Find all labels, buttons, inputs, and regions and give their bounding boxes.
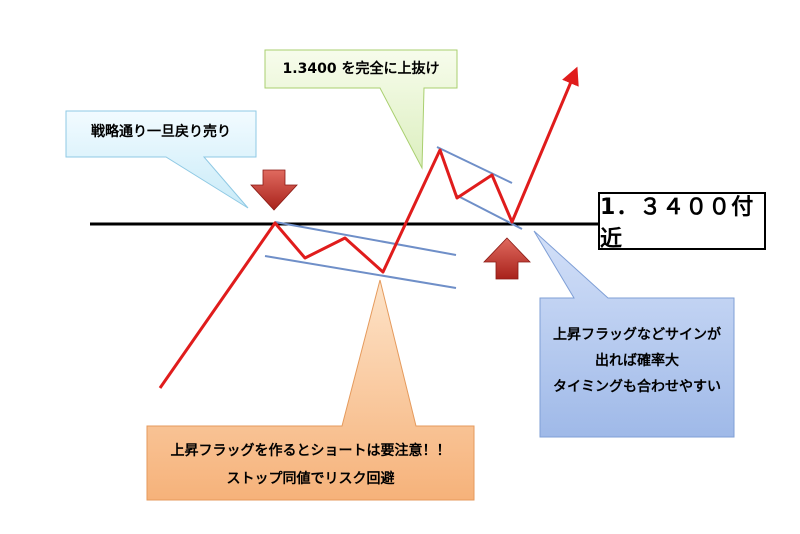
- buy-arrow-up-icon: [483, 237, 531, 280]
- callout-breakout-text: 1.3400 を完全に上抜け: [282, 61, 440, 77]
- channel-lower-bottom-line: [264, 255, 457, 289]
- sell-arrow-down-icon: [250, 169, 298, 211]
- callout-strategy-text: 戦略通り一旦戻り売り: [91, 124, 231, 140]
- callout-warning-text: 上昇フラッグを作るとショートは要注意！！ ストップ同値でリスク回避: [170, 443, 451, 487]
- callout-flag-bubble: [533, 230, 735, 438]
- price-path: [158, 66, 579, 389]
- callout-strategy-bubble: [65, 110, 257, 209]
- level-label: 1．３４００付近: [600, 195, 755, 252]
- level-label-box: 1．３４００付近: [598, 192, 766, 252]
- callout-warning-bubble: [146, 279, 475, 501]
- channel-upper-bottom-line: [455, 194, 523, 230]
- channel-upper-top-line: [436, 146, 513, 184]
- callout-breakout-bubble: [264, 49, 458, 170]
- callout-flag-text: 上昇フラッグなどサインが 出れば確率大 タイミングも合わせやすい: [553, 327, 721, 395]
- channel-lower-upper-line: [274, 221, 457, 256]
